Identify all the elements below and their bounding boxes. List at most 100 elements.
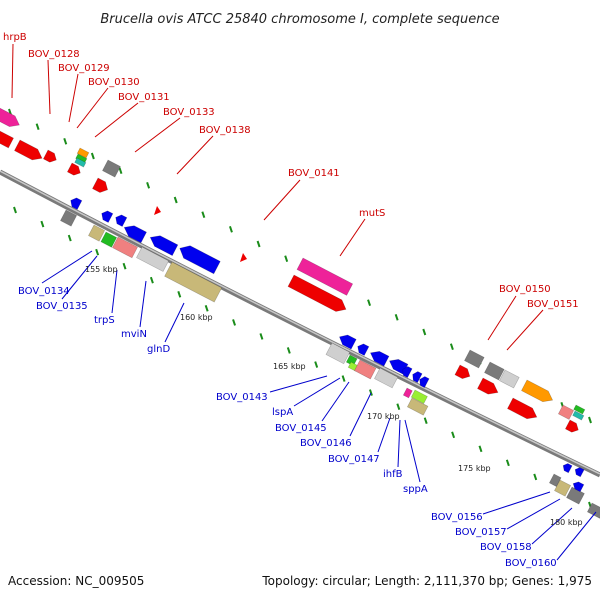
gene-BOV_0153-shape[interactable]: [507, 397, 539, 422]
gene-rev-e-shape[interactable]: [177, 242, 221, 275]
gene-mviN[interactable]: [136, 246, 170, 272]
gene-glnD[interactable]: [164, 261, 223, 303]
gene-label-glnD[interactable]: glnD: [147, 344, 170, 355]
gene-BOV_0129[interactable]: [42, 149, 58, 164]
gene-BOV_0141[interactable]: [240, 253, 247, 262]
gene-BOV_0134-shape[interactable]: [68, 196, 83, 210]
gene-hrpB-2-shape[interactable]: [0, 127, 14, 149]
gene-BOV_0131[interactable]: [66, 162, 82, 177]
gene-mutS-pink-shape[interactable]: [296, 257, 354, 296]
gene-BOV_0156[interactable]: [548, 473, 562, 487]
gene-rev-h[interactable]: [368, 348, 390, 367]
gene-label-BOV_0145[interactable]: BOV_0145: [275, 423, 327, 434]
gene-BOV_0147-shape[interactable]: [400, 365, 413, 378]
gene-sppA-a-shape[interactable]: [402, 387, 413, 399]
gene-rev-k[interactable]: [573, 466, 585, 478]
gene-BOV_0150b[interactable]: [454, 364, 472, 381]
gene-mutS-red-shape[interactable]: [287, 274, 349, 315]
gene-BOV_0133b[interactable]: [92, 177, 110, 195]
gene-BOV_0143-shape[interactable]: [325, 342, 351, 365]
gene-mutS-pink[interactable]: [296, 257, 354, 296]
gene-label-BOV_0156[interactable]: BOV_0156: [431, 512, 483, 523]
gene-rev-d[interactable]: [147, 232, 179, 256]
gene-BOV_0151c[interactable]: [477, 377, 500, 398]
gene-ihfB-b-shape[interactable]: [417, 375, 430, 388]
gene-label-BOV_0160[interactable]: BOV_0160: [505, 558, 557, 569]
gene-label-BOV_0135[interactable]: BOV_0135: [36, 301, 88, 312]
gene-BOV_0150-shape[interactable]: [464, 349, 485, 369]
gene-BOV_0156-shape[interactable]: [548, 473, 562, 487]
gene-BOV_0154c-shape[interactable]: [572, 410, 585, 421]
gene-ihfB[interactable]: [410, 370, 423, 383]
gene-rev-c-shape[interactable]: [121, 222, 147, 244]
gene-mutS-red[interactable]: [287, 274, 349, 315]
gene-rev-l-shape[interactable]: [571, 480, 585, 493]
gene-rev-g-shape[interactable]: [355, 342, 370, 356]
gene-BOV_0130c-shape[interactable]: [74, 157, 87, 168]
gene-rev-l[interactable]: [571, 480, 585, 493]
gene-label-trpS[interactable]: trpS: [94, 315, 115, 326]
gene-BOV_0154c[interactable]: [572, 410, 585, 421]
gene-mviN-shape[interactable]: [136, 246, 170, 272]
gene-hrpB-2[interactable]: [0, 127, 14, 149]
gene-hrpB[interactable]: [0, 103, 22, 130]
gene-label-BOV_0147[interactable]: BOV_0147: [328, 454, 380, 465]
gene-label-BOV_0133[interactable]: BOV_0133: [163, 107, 215, 118]
gene-label-BOV_0141[interactable]: BOV_0141: [288, 168, 340, 179]
gene-BOV_0147[interactable]: [400, 365, 413, 378]
gene-label-BOV_0134[interactable]: BOV_0134: [18, 286, 70, 297]
gene-BOV_0130c[interactable]: [74, 157, 87, 168]
gene-BOV_0134[interactable]: [68, 196, 83, 210]
gene-BOV_0157-shape[interactable]: [554, 479, 572, 497]
gene-hrpB-shape[interactable]: [0, 103, 22, 130]
gene-BOV_0154d[interactable]: [564, 419, 580, 434]
gene-label-BOV_0130[interactable]: BOV_0130: [88, 77, 140, 88]
gene-BOV_0150[interactable]: [464, 349, 485, 369]
gene-sppA-b-shape[interactable]: [410, 389, 428, 404]
gene-trpS-shape[interactable]: [100, 231, 118, 248]
gene-label-mviN[interactable]: mviN: [121, 329, 147, 340]
gene-BOV_0128[interactable]: [14, 139, 44, 164]
gene-rev-b[interactable]: [113, 213, 128, 227]
gene-rev-a[interactable]: [99, 209, 114, 223]
gene-BOV_0151b[interactable]: [499, 369, 520, 389]
gene-rev-j[interactable]: [561, 462, 573, 474]
gene-BOV_0133[interactable]: [102, 159, 121, 178]
gene-BOV_0129-shape[interactable]: [42, 149, 58, 164]
gene-rev-h-shape[interactable]: [368, 348, 390, 367]
gene-rev-j-shape[interactable]: [561, 462, 573, 474]
gene-BOV_0143[interactable]: [325, 342, 351, 365]
gene-label-BOV_0129[interactable]: BOV_0129: [58, 63, 110, 74]
gene-rev-c[interactable]: [121, 222, 147, 244]
gene-BOV_0131-shape[interactable]: [66, 162, 82, 177]
gene-label-BOV_0138[interactable]: BOV_0138: [199, 125, 251, 136]
gene-sppA-b[interactable]: [410, 389, 428, 404]
gene-BOV_0157[interactable]: [554, 479, 572, 497]
gene-BOV_0151c-shape[interactable]: [477, 377, 500, 398]
gene-rev-d-shape[interactable]: [147, 232, 179, 256]
gene-label-ihfB[interactable]: ihfB: [383, 469, 403, 480]
gene-BOV_0152-shape[interactable]: [521, 379, 555, 405]
gene-BOV_0154[interactable]: [557, 404, 575, 420]
gene-BOV_0130a-shape[interactable]: [76, 147, 90, 159]
gene-BOV_0151-shape[interactable]: [484, 361, 505, 381]
gene-BOV_0135[interactable]: [60, 209, 78, 227]
gene-BOV_0151b-shape[interactable]: [499, 369, 520, 389]
gene-rev-a-shape[interactable]: [99, 209, 114, 223]
gene-BOV_0154d-shape[interactable]: [564, 419, 580, 434]
gene-label-BOV_0131[interactable]: BOV_0131: [118, 92, 170, 103]
gene-BOV_0133b-shape[interactable]: [92, 177, 110, 195]
gene-BOV_0133-shape[interactable]: [102, 159, 121, 178]
gene-BOV_0154-shape[interactable]: [557, 404, 575, 420]
gene-khaki-a-shape[interactable]: [88, 224, 106, 242]
gene-BOV_0154b-shape[interactable]: [573, 404, 586, 415]
gene-BOV_0138[interactable]: [154, 206, 161, 215]
gene-BOV_0135-shape[interactable]: [60, 209, 78, 227]
gene-khaki-a[interactable]: [88, 224, 106, 242]
gene-BOV_0146[interactable]: [374, 367, 399, 389]
gene-BOV_0150b-shape[interactable]: [454, 364, 472, 381]
gene-ihfB-b[interactable]: [417, 375, 430, 388]
gene-label-BOV_0151[interactable]: BOV_0151: [527, 299, 579, 310]
gene-glnD-shape[interactable]: [164, 261, 223, 303]
gene-label-lspA[interactable]: lspA: [272, 407, 293, 418]
